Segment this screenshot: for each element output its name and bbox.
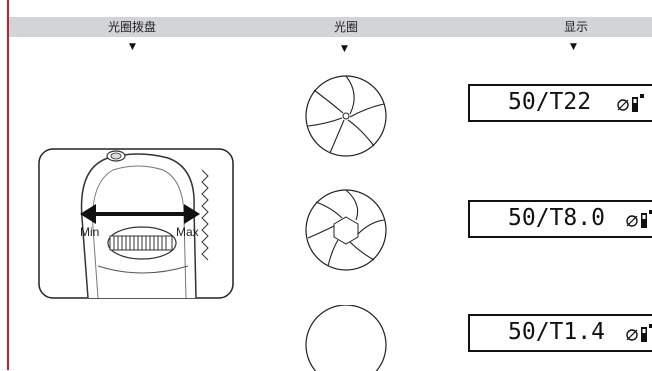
lcd-readout: 50/T8.0 [508, 205, 605, 231]
min-label: Min [80, 225, 100, 239]
lens-icon [626, 324, 652, 342]
lcd-display: 50/T8.0 [468, 200, 652, 238]
down-arrow-icon: ▼ [341, 44, 348, 54]
aperture-dial-illustration [38, 148, 234, 299]
aperture-medium-icon [305, 189, 387, 271]
down-arrow-icon: ▼ [129, 42, 136, 52]
lcd-display: 50/T22 [468, 84, 652, 122]
header-band [9, 17, 652, 37]
lens-icon [626, 210, 652, 228]
max-label: Max [176, 225, 199, 239]
column-header-display: 显示 [563, 20, 588, 34]
column-header-dial: 光圈拨盘 [107, 20, 156, 34]
aperture-open-icon [305, 305, 387, 371]
aperture-small-icon [305, 75, 387, 157]
lcd-display: 50/T1.4 [468, 314, 652, 352]
side-rule [7, 0, 9, 370]
lcd-readout: 50/T1.4 [508, 319, 605, 345]
lcd-readout: 50/T22 [508, 89, 592, 115]
column-header-aperture: 光圈 [333, 20, 358, 34]
down-arrow-icon: ▼ [570, 42, 577, 52]
lens-icon [617, 94, 644, 112]
